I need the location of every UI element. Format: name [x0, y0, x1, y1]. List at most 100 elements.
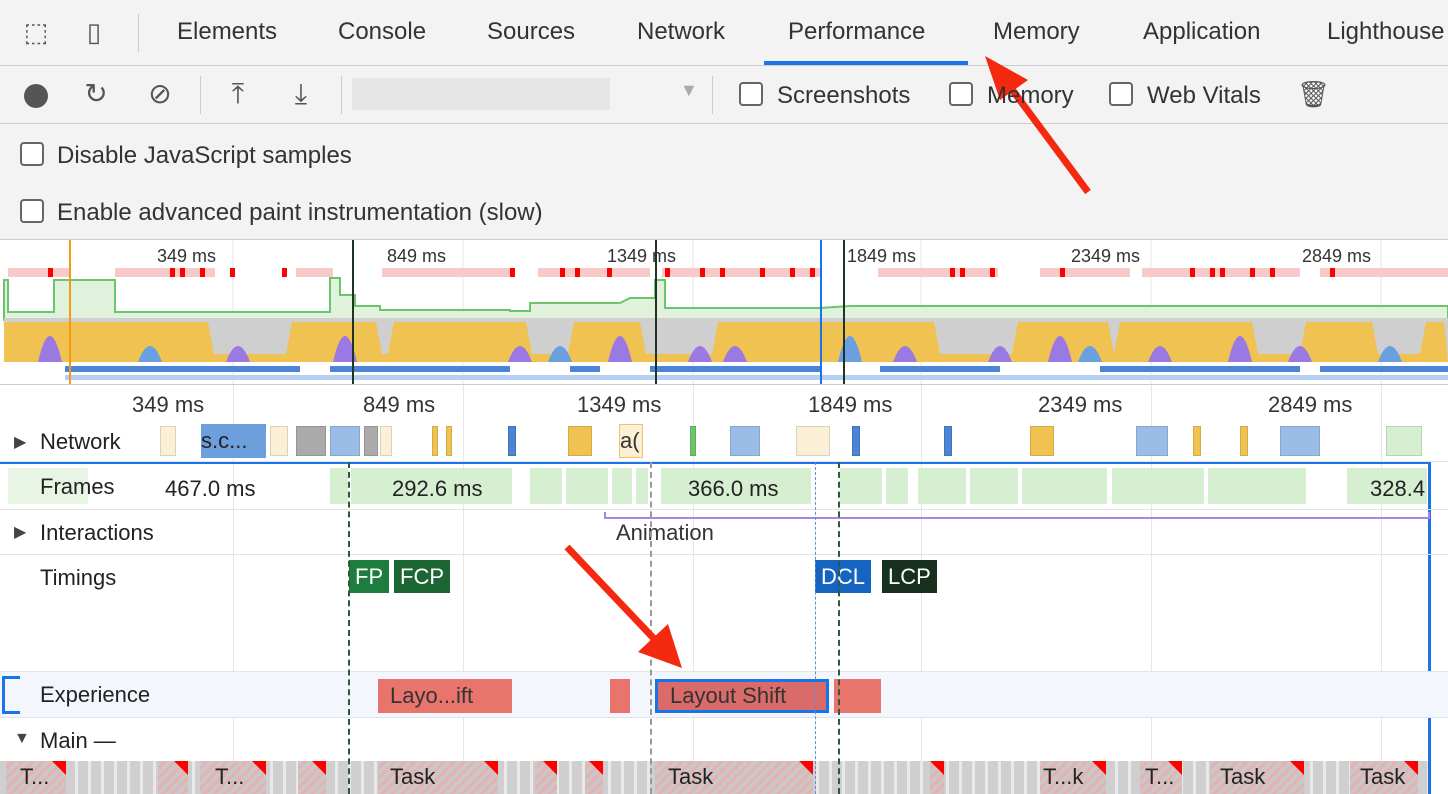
tab-lighthouse[interactable]: Lighthouse	[1327, 18, 1445, 45]
frame-duration[interactable]: 366.0 ms	[688, 476, 779, 501]
fp-marker[interactable]: FP	[349, 560, 390, 593]
disable-js-samples-checkbox[interactable]	[20, 142, 44, 166]
frame[interactable]	[530, 468, 562, 504]
upload-icon[interactable]: ⤒	[231, 78, 245, 109]
layout-shift[interactable]	[834, 679, 881, 713]
network-request[interactable]	[852, 426, 860, 456]
tab-network[interactable]: Network	[637, 18, 726, 45]
layout-shift[interactable]: Layo...ift	[378, 679, 512, 713]
dcl-marker[interactable]: DCL	[815, 560, 872, 593]
main-task[interactable]	[1040, 761, 1106, 794]
main-task[interactable]	[585, 761, 603, 794]
network-request[interactable]	[796, 426, 830, 456]
frame[interactable]	[661, 468, 811, 504]
animation-label: Animation	[616, 520, 714, 545]
timeline-overview[interactable]: 349 ms 849 ms 1349 ms 1849 ms 2349 ms 28…	[0, 240, 1448, 385]
frame[interactable]	[970, 468, 1018, 504]
frame[interactable]	[918, 468, 966, 504]
network-request[interactable]	[1386, 426, 1422, 456]
network-request[interactable]	[364, 426, 378, 456]
network-request[interactable]	[296, 426, 326, 456]
collapse-triangle-icon[interactable]: ▼	[14, 730, 30, 747]
device-toolbar-icon[interactable]: ▯	[86, 17, 102, 47]
main-task[interactable]	[535, 761, 557, 794]
main-track-header[interactable]: ▼ Main —	[0, 718, 1448, 761]
fcp-marker[interactable]: FCP	[394, 560, 450, 593]
advanced-paint-checkbox[interactable]	[20, 199, 44, 223]
network-request[interactable]	[1240, 426, 1248, 456]
network-request[interactable]	[508, 426, 516, 456]
memory-checkbox[interactable]	[949, 82, 973, 106]
main-task[interactable]	[298, 761, 326, 794]
network-request[interactable]	[568, 426, 592, 456]
animation-bar[interactable]	[604, 512, 1430, 519]
lcp-marker[interactable]: LCP	[882, 560, 937, 593]
frame[interactable]	[1347, 468, 1427, 504]
network-request[interactable]	[380, 426, 392, 456]
frame[interactable]	[840, 468, 882, 504]
trash-icon[interactable]: 🗑	[1297, 79, 1331, 109]
frame[interactable]	[1022, 468, 1107, 504]
frame[interactable]	[330, 468, 348, 504]
frame[interactable]	[351, 468, 512, 504]
frame[interactable]	[886, 468, 908, 504]
expand-triangle-icon[interactable]: ▶	[14, 524, 27, 541]
network-request[interactable]	[1280, 426, 1320, 456]
tab-memory[interactable]: Memory	[993, 18, 1080, 45]
layout-shift-selected[interactable]: Layout Shift	[655, 679, 829, 713]
tab-performance[interactable]: Performance	[788, 18, 926, 45]
dropped-frame	[1220, 268, 1225, 277]
network-track[interactable]: s.c... a( ▶ Network	[0, 420, 1448, 462]
task-label: T...	[215, 764, 245, 789]
network-request[interactable]	[1193, 426, 1201, 456]
chevron-down-icon[interactable]: ▼	[680, 80, 698, 100]
main-task[interactable]	[930, 761, 944, 794]
frame[interactable]	[8, 468, 88, 504]
download-icon[interactable]: ⤓	[294, 78, 308, 109]
frame[interactable]	[1208, 468, 1306, 504]
profile-select[interactable]	[352, 78, 610, 110]
main-task[interactable]	[6, 761, 66, 794]
network-request[interactable]	[432, 426, 438, 456]
frame[interactable]	[612, 468, 632, 504]
network-request[interactable]	[446, 426, 452, 456]
main-task[interactable]	[1350, 761, 1418, 794]
main-task[interactable]	[655, 761, 813, 794]
main-task[interactable]	[200, 761, 266, 794]
tab-application[interactable]: Application	[1143, 18, 1261, 45]
expand-triangle-icon[interactable]: ▶	[14, 434, 27, 451]
clear-icon[interactable]: ⊘	[148, 78, 172, 109]
frames-track[interactable]	[0, 464, 1448, 510]
frame[interactable]	[566, 468, 608, 504]
tab-console[interactable]: Console	[338, 18, 427, 45]
network-request[interactable]	[690, 426, 696, 456]
main-task[interactable]	[158, 761, 188, 794]
frame-duration[interactable]: 328.4 ms	[1370, 476, 1426, 501]
network-request[interactable]	[1030, 426, 1054, 456]
network-request[interactable]	[1136, 426, 1168, 456]
tab-elements[interactable]: Elements	[177, 18, 278, 45]
main-task[interactable]	[1140, 761, 1182, 794]
network-request[interactable]	[270, 426, 288, 456]
record-icon[interactable]	[20, 78, 52, 110]
inspect-element-icon[interactable]: ⬚	[23, 17, 49, 47]
layout-shift[interactable]	[610, 679, 630, 713]
interactions-track[interactable]: ▶ Interactions Animation	[0, 510, 1448, 555]
network-request[interactable]: a(	[619, 424, 643, 458]
network-request[interactable]: s.c...	[201, 424, 266, 458]
main-task[interactable]	[378, 761, 498, 794]
web-vitals-checkbox[interactable]	[1109, 82, 1133, 106]
frame-duration[interactable]: 467.0 ms	[165, 476, 256, 501]
screenshots-checkbox[interactable]	[739, 82, 763, 106]
main-task[interactable]	[1210, 761, 1304, 794]
network-request[interactable]	[730, 426, 760, 456]
fps-bar	[8, 268, 70, 277]
network-request[interactable]	[160, 426, 176, 456]
frame[interactable]	[1112, 468, 1204, 504]
network-request[interactable]	[330, 426, 360, 456]
reload-record-icon[interactable]: ↻	[84, 78, 108, 109]
frame[interactable]	[636, 468, 648, 504]
frame-duration[interactable]: 292.6 ms	[392, 476, 483, 501]
network-request[interactable]	[944, 426, 952, 456]
tab-sources[interactable]: Sources	[487, 18, 576, 45]
